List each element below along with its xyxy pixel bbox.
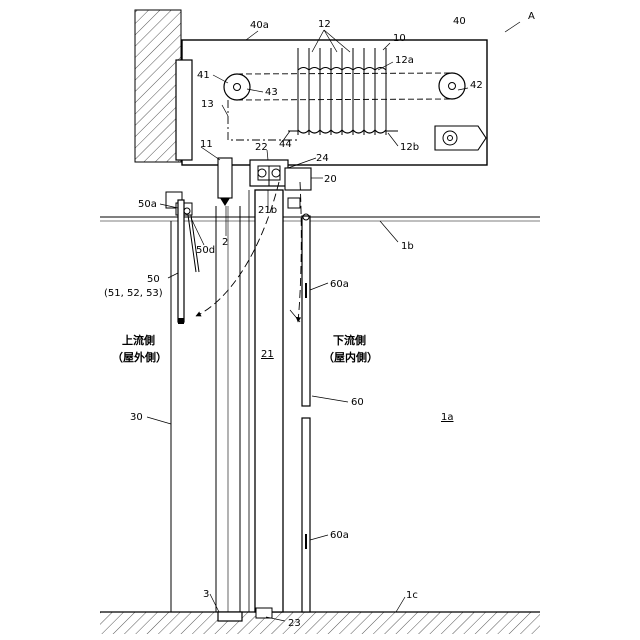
label-30: 30 [130, 412, 143, 423]
label-3: 3 [203, 589, 209, 600]
label-12: 12 [318, 19, 331, 30]
label-40a: 40a [250, 20, 269, 31]
label-1b: 1b [401, 241, 414, 252]
wall [135, 10, 181, 162]
label-60a-top: 60a [330, 279, 349, 290]
label-40: 40 [453, 16, 466, 27]
belt-pulleys [224, 73, 465, 100]
label-24: 24 [316, 153, 329, 164]
label-21b: 21b [258, 205, 277, 216]
label-41: 41 [197, 70, 210, 81]
downstream-side-title: 下流側 [333, 333, 366, 347]
floor-ground [100, 612, 540, 634]
label-43: 43 [265, 87, 278, 98]
label-21: 21 [261, 349, 274, 360]
label-2: 2 [222, 237, 228, 248]
upstream-side-subtitle: （屋外側） [112, 350, 167, 364]
label-1c: 1c [406, 590, 418, 601]
label-50-sub: (51, 52, 53) [104, 288, 163, 299]
label-42: 42 [470, 80, 483, 91]
downstream-side-subtitle: （屋内側） [323, 350, 378, 364]
pleated-curtain-12 [288, 48, 398, 135]
label-44: 44 [279, 139, 292, 150]
label-A: A [528, 11, 535, 22]
label-50: 50 [147, 274, 160, 285]
shaft-2 [216, 206, 240, 612]
label-50d: 50d [196, 245, 215, 256]
panel-60 [298, 182, 310, 612]
label-23: 23 [288, 618, 301, 629]
side-annotations: 上流側 （屋外側） 下流側 （屋内側） [112, 333, 378, 364]
wall-bracket [176, 60, 192, 160]
ceiling-line [100, 217, 540, 221]
carriage-22-24 [250, 160, 288, 186]
label-13: 13 [201, 99, 214, 110]
label-11: 11 [200, 139, 213, 150]
rail-11 [218, 158, 232, 206]
label-22: 22 [255, 142, 268, 153]
label-10: 10 [393, 33, 406, 44]
label-1a: 1a [441, 412, 454, 423]
label-12a: 12a [395, 55, 414, 66]
label-12b: 12b [400, 142, 419, 153]
label-60a-bottom: 60a [330, 530, 349, 541]
label-20: 20 [324, 174, 337, 185]
label-60: 60 [351, 397, 364, 408]
panel-21 [249, 190, 283, 612]
upstream-side-title: 上流側 [122, 333, 155, 347]
label-50a: 50a [138, 199, 157, 210]
motor-42 [435, 126, 486, 150]
frame-20 [285, 168, 311, 208]
